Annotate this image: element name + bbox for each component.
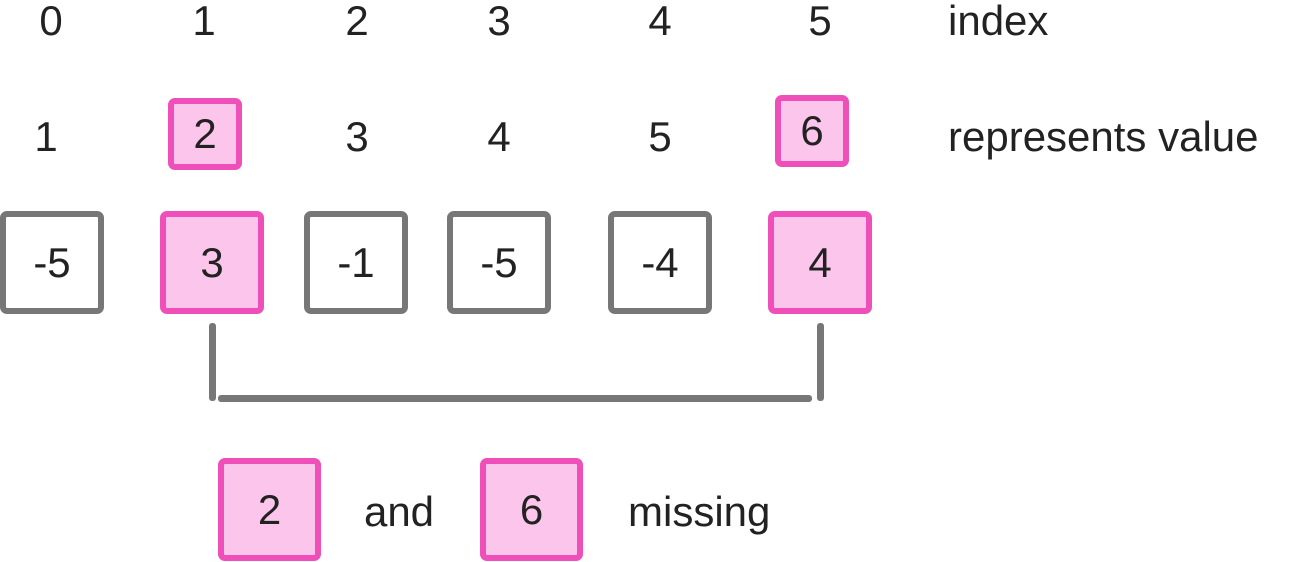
index-label-2: 2 [345,0,369,44]
array-cell-5: 4 [768,211,872,314]
bracket-left-stem [209,323,216,401]
value-label-2: 3 [345,113,369,160]
value-box-1: 2 [168,98,242,170]
value-label-3: 4 [487,113,511,160]
array-value-4: -4 [641,238,679,286]
value-label-0: 1 [34,113,58,160]
missing-box-first: 2 [218,458,321,561]
index-label-0: 0 [39,0,63,44]
index-label-5: 5 [808,0,832,44]
bracket-bar [218,395,812,402]
array-cell-0: -5 [0,211,104,314]
index-label-1: 1 [192,0,216,44]
array-cell-4: -4 [608,211,712,314]
value-row-caption: represents value [948,113,1259,160]
missing-value-second: 6 [519,485,544,533]
bracket-right-stem [817,323,824,401]
connector-word: and [363,488,435,535]
value-label-4: 5 [648,113,672,160]
array-value-1: 3 [200,238,224,286]
index-label-4: 4 [648,0,672,44]
missing-caption: missing [628,488,771,535]
index-row-caption: index [948,0,1049,44]
array-value-3: -5 [480,238,518,286]
array-value-0: -5 [33,238,71,286]
array-value-5: 4 [808,238,832,286]
index-label-3: 3 [487,0,511,44]
array-cell-1: 3 [160,211,264,314]
value-box-5: 6 [775,95,849,167]
value-label-5: 6 [800,107,824,154]
array-value-2: -1 [337,238,375,286]
value-label-1: 2 [193,110,217,157]
missing-box-second: 6 [480,458,583,561]
array-cell-2: -1 [304,211,408,314]
array-cell-3: -5 [447,211,551,314]
missing-value-first: 2 [257,485,282,533]
